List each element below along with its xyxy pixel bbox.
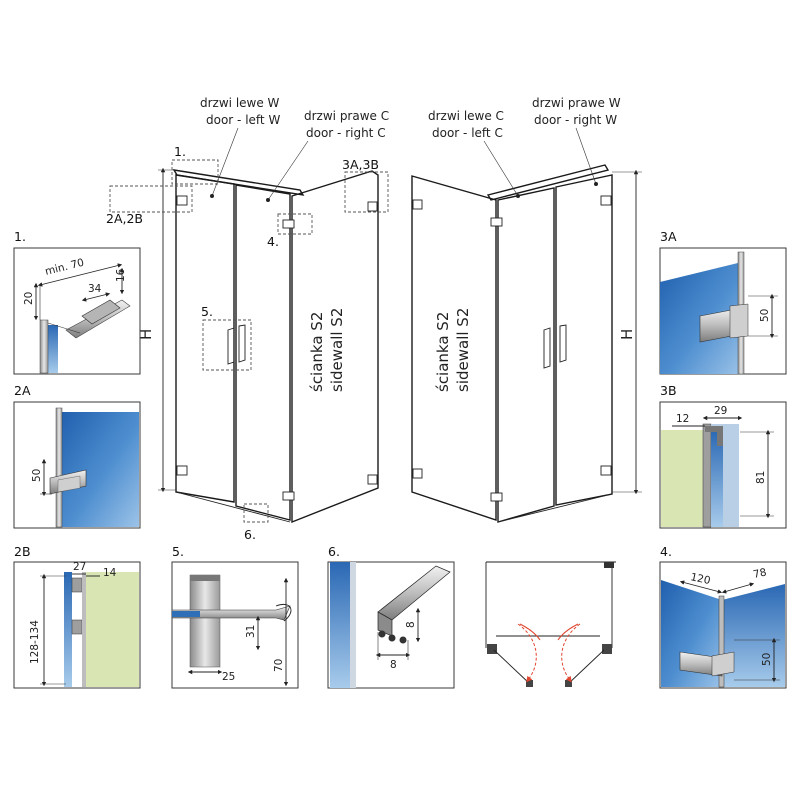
detail-6-dim-8b: 8 xyxy=(390,659,397,671)
callout-box-1 xyxy=(171,159,219,185)
detail-2b-dim-128: 128-134 xyxy=(29,620,41,664)
door-left-w-pl: drzwi lewe W xyxy=(200,96,280,110)
swing-plan xyxy=(485,561,616,687)
sidewall-right-pl: ścianka S2 xyxy=(434,312,452,392)
detail-5-dim-25: 25 xyxy=(222,671,235,683)
callout-box-2ab xyxy=(109,185,193,213)
detail-4-dim-78: 78 xyxy=(752,566,768,581)
sidewall-right-en: sidewall S2 xyxy=(454,308,472,392)
door-right-c-pl: drzwi prawe C xyxy=(304,109,389,123)
callout-3ab-text: 3A,3B xyxy=(342,157,379,172)
detail-4: 4. 120 78 50 xyxy=(659,544,787,689)
door-right-w-en: door - right W xyxy=(534,113,617,127)
door-right-w-pl: drzwi prawe W xyxy=(532,96,621,110)
callout-5-text: 5. xyxy=(201,304,213,319)
door-left-c-pl: drzwi lewe C xyxy=(428,109,504,123)
height-label-right: H xyxy=(618,329,636,340)
callout-box-5 xyxy=(202,319,252,371)
detail-3b-title: 3B xyxy=(660,383,677,398)
detail-5: 5. 31 25 70 xyxy=(171,544,299,689)
detail-2a: 2A 50 xyxy=(13,383,141,529)
height-label-left: H xyxy=(137,329,155,340)
detail-6-title: 6. xyxy=(328,544,340,559)
callout-box-6 xyxy=(243,503,269,523)
detail-6-dim-8a: 8 xyxy=(405,621,417,628)
detail-4-dim-120: 120 xyxy=(689,571,711,587)
callout-4-text: 4. xyxy=(267,234,279,249)
detail-4-dim-50: 50 xyxy=(761,653,773,666)
detail-2a-title: 2A xyxy=(14,383,31,398)
callout-1-text: 1. xyxy=(174,144,186,159)
detail-2b-title: 2B xyxy=(14,544,31,559)
detail-6: 6. 8 8 xyxy=(327,544,455,689)
door-left-w-en: door - left W xyxy=(206,113,280,127)
detail-2b: 2B 27 14 128-134 xyxy=(13,544,141,689)
detail-3b-dim-29: 29 xyxy=(714,405,727,417)
right-enclosure: H drzwi lewe C door - left C drzwi prawe… xyxy=(411,96,642,523)
detail-2a-dim-50: 50 xyxy=(31,469,43,482)
detail-5-dim-70: 70 xyxy=(273,659,285,672)
door-right-c-en: door - right C xyxy=(306,126,386,140)
callout-box-3ab xyxy=(344,171,389,213)
door-left-c-en: door - left C xyxy=(432,126,503,140)
detail-1-title: 1. xyxy=(14,229,26,244)
detail-3a-dim-50: 50 xyxy=(759,309,771,322)
sidewall-left-pl: ścianka S2 xyxy=(308,312,326,392)
callout-6-text: 6. xyxy=(244,527,256,542)
left-enclosure: H 1. 2A,2B 3A,3B 4. 5. 6. drzwi lewe W d… xyxy=(106,96,389,542)
sidewall-left-en: sidewall S2 xyxy=(328,308,346,392)
detail-1-dim-34: 34 xyxy=(88,283,102,295)
detail-4-title: 4. xyxy=(660,544,672,559)
detail-1-dim-min70: min. 70 xyxy=(44,257,86,278)
detail-2b-dim-14: 14 xyxy=(103,567,117,579)
detail-3b-dim-81: 81 xyxy=(755,471,767,484)
detail-1: 1. min. 70 34 16 20 xyxy=(13,229,141,375)
callout-2ab-text: 2A,2B xyxy=(106,211,143,226)
detail-3a: 3A 50 xyxy=(659,229,787,375)
callout-box-4 xyxy=(277,213,313,235)
detail-5-title: 5. xyxy=(172,544,184,559)
detail-3a-title: 3A xyxy=(660,229,677,244)
detail-1-dim-20: 20 xyxy=(23,292,35,305)
detail-3b-dim-12: 12 xyxy=(676,413,689,425)
detail-3b: 3B 12 29 81 xyxy=(659,383,787,529)
detail-2b-dim-27: 27 xyxy=(73,561,86,573)
detail-1-dim-16: 16 xyxy=(115,268,127,282)
detail-5-dim-31: 31 xyxy=(245,625,257,638)
